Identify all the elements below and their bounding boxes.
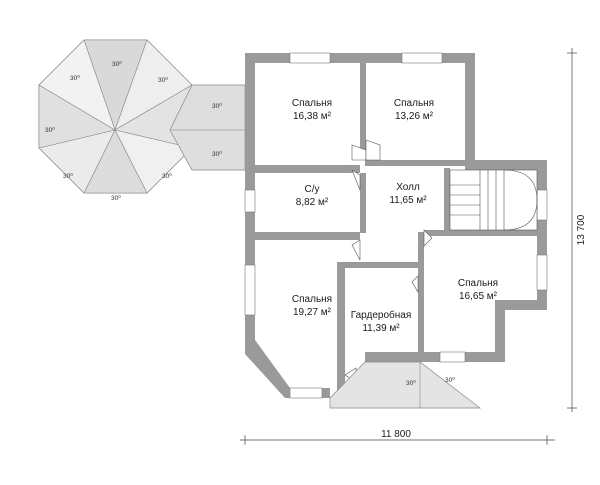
width-dimension: 11 800 — [381, 429, 411, 440]
room-area-bedroom-3: 19,27 м² — [293, 307, 332, 318]
room-area-bathroom: 8,82 м² — [296, 197, 329, 208]
room-name-wardrobe: Гардеробная — [351, 309, 412, 321]
roof-slope-label: 30⁰ — [158, 76, 168, 84]
roof-slope-label: 30⁰ — [406, 379, 416, 387]
room-labels: Спальня 16,38 м² Спальня 13,26 м² С/у 8,… — [292, 98, 498, 334]
room-area-hall: 11,65 м² — [389, 195, 427, 206]
room-name-bathroom: С/у — [305, 184, 320, 195]
windows — [244, 52, 548, 399]
dimension-lines — [240, 48, 577, 445]
roof-slope-label: 30⁰ — [45, 126, 55, 134]
roof-slope-label: 30⁰ — [63, 172, 73, 180]
roof-slope-label: 30⁰ — [212, 102, 222, 110]
doors — [344, 139, 433, 383]
room-area-bedroom-2: 13,26 м² — [395, 111, 434, 122]
roof-slope-label: 30⁰ — [70, 74, 80, 82]
room-name-hall: Холл — [396, 182, 420, 193]
room-area-bedroom-1: 16,38 м² — [293, 111, 332, 122]
staircase — [449, 169, 538, 231]
room-name-bedroom-2: Спальня — [394, 98, 434, 109]
roof-slope-label: 30⁰ — [212, 150, 222, 158]
entrance-roof: 30⁰ 30⁰ — [329, 361, 482, 409]
roof-slope-label: 30⁰ — [445, 376, 455, 384]
octagon-roof — [38, 39, 193, 194]
room-area-wardrobe: 11,39 м² — [362, 323, 400, 334]
room-name-bedroom-4: Спальня — [458, 278, 498, 289]
room-name-bedroom-3: Спальня — [292, 294, 332, 305]
height-dimension: 13 700 — [576, 214, 587, 245]
roof-slope-label: 30⁰ — [111, 194, 121, 202]
connector-roof — [169, 84, 246, 171]
roof-slope-label: 30⁰ — [112, 60, 122, 68]
roof-slope-labels: 30⁰ 30⁰ 30⁰ 30⁰ 30⁰ 30⁰ 30⁰ 30⁰ 30⁰ — [45, 60, 222, 202]
room-name-bedroom-1: Спальня — [292, 98, 332, 109]
room-area-bedroom-4: 16,65 м² — [459, 291, 498, 302]
roof-slope-label: 30⁰ — [162, 172, 172, 180]
